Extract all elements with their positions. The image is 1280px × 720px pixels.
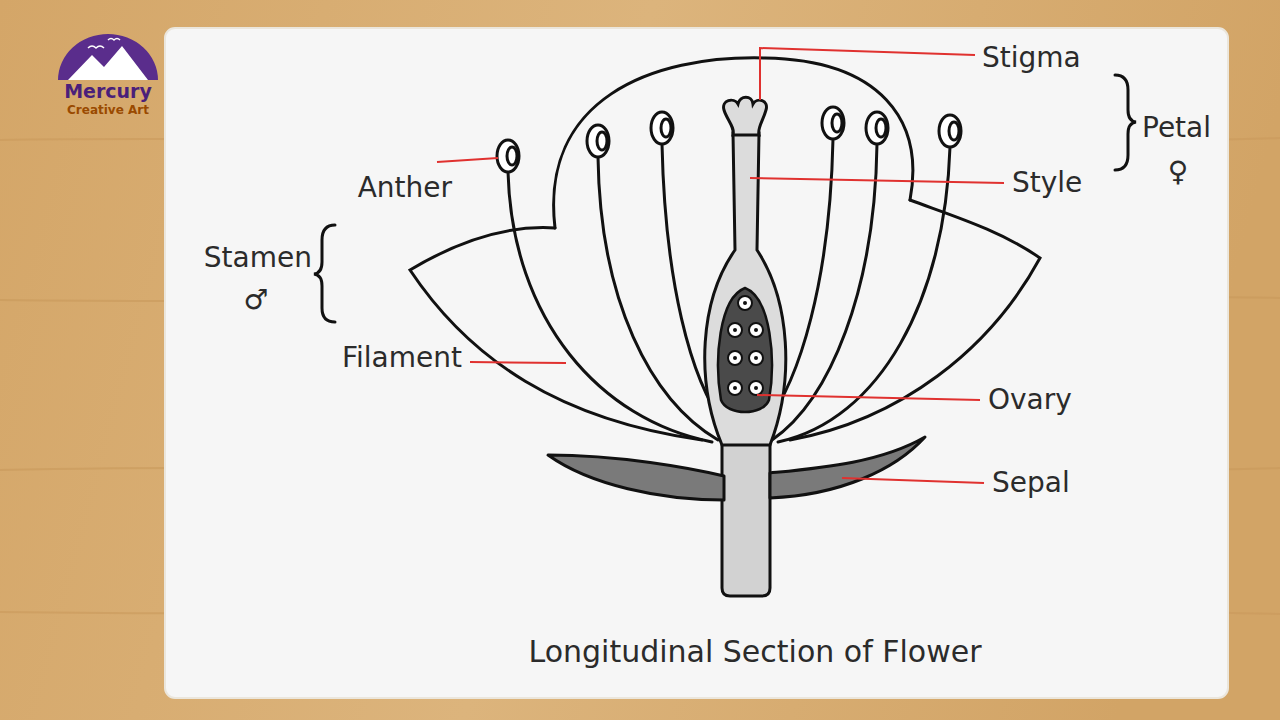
part-label: Filament	[342, 342, 462, 374]
leader-line	[750, 178, 1004, 183]
part-label: Ovary	[988, 384, 1072, 416]
part-label: Style	[1012, 167, 1082, 199]
part-label: Sepal	[992, 467, 1070, 499]
ovule-cores	[733, 301, 758, 390]
ovary-chamber	[718, 288, 772, 412]
leader-line	[842, 478, 984, 483]
braces	[314, 75, 1136, 322]
leader-line	[760, 48, 975, 100]
petal-brace	[1115, 75, 1136, 170]
left-sepal	[548, 455, 724, 500]
filament-line	[508, 172, 712, 442]
sex-symbol: ♂	[243, 284, 268, 316]
logo-badge	[58, 34, 158, 80]
part-label: Anther	[358, 172, 452, 204]
caption: Longitudinal Section of Flower	[528, 635, 981, 670]
logo-mountains	[68, 46, 148, 80]
pistil	[705, 133, 786, 445]
leader-line	[757, 395, 980, 400]
ovules	[728, 296, 763, 395]
anther-shape	[866, 112, 888, 144]
anther-shape	[497, 140, 519, 172]
sex-symbol: ♀	[1168, 156, 1189, 188]
petals	[410, 58, 1040, 440]
filament-line	[598, 157, 718, 440]
leader-line	[437, 158, 498, 162]
logo-dome	[58, 34, 158, 80]
right-sepal	[770, 437, 925, 498]
anther-shape	[822, 107, 844, 139]
anther-shape	[651, 112, 673, 144]
leader-lines	[437, 48, 1004, 483]
paper-sheet	[165, 28, 1228, 698]
anther-shape	[587, 125, 609, 157]
part-label: Stigma	[982, 42, 1081, 74]
stem	[722, 430, 770, 596]
logo-name: Mercury	[64, 81, 152, 103]
stigma-shape	[724, 97, 767, 135]
leader-line	[470, 362, 566, 363]
logo-birds	[88, 39, 120, 49]
sepals	[548, 437, 925, 500]
anther-shape	[939, 115, 961, 147]
logo-tagline: Creative Art	[67, 104, 149, 118]
part-label: Petal	[1142, 112, 1211, 144]
stamen-brace	[314, 225, 335, 322]
part-label: Stamen	[204, 242, 312, 274]
